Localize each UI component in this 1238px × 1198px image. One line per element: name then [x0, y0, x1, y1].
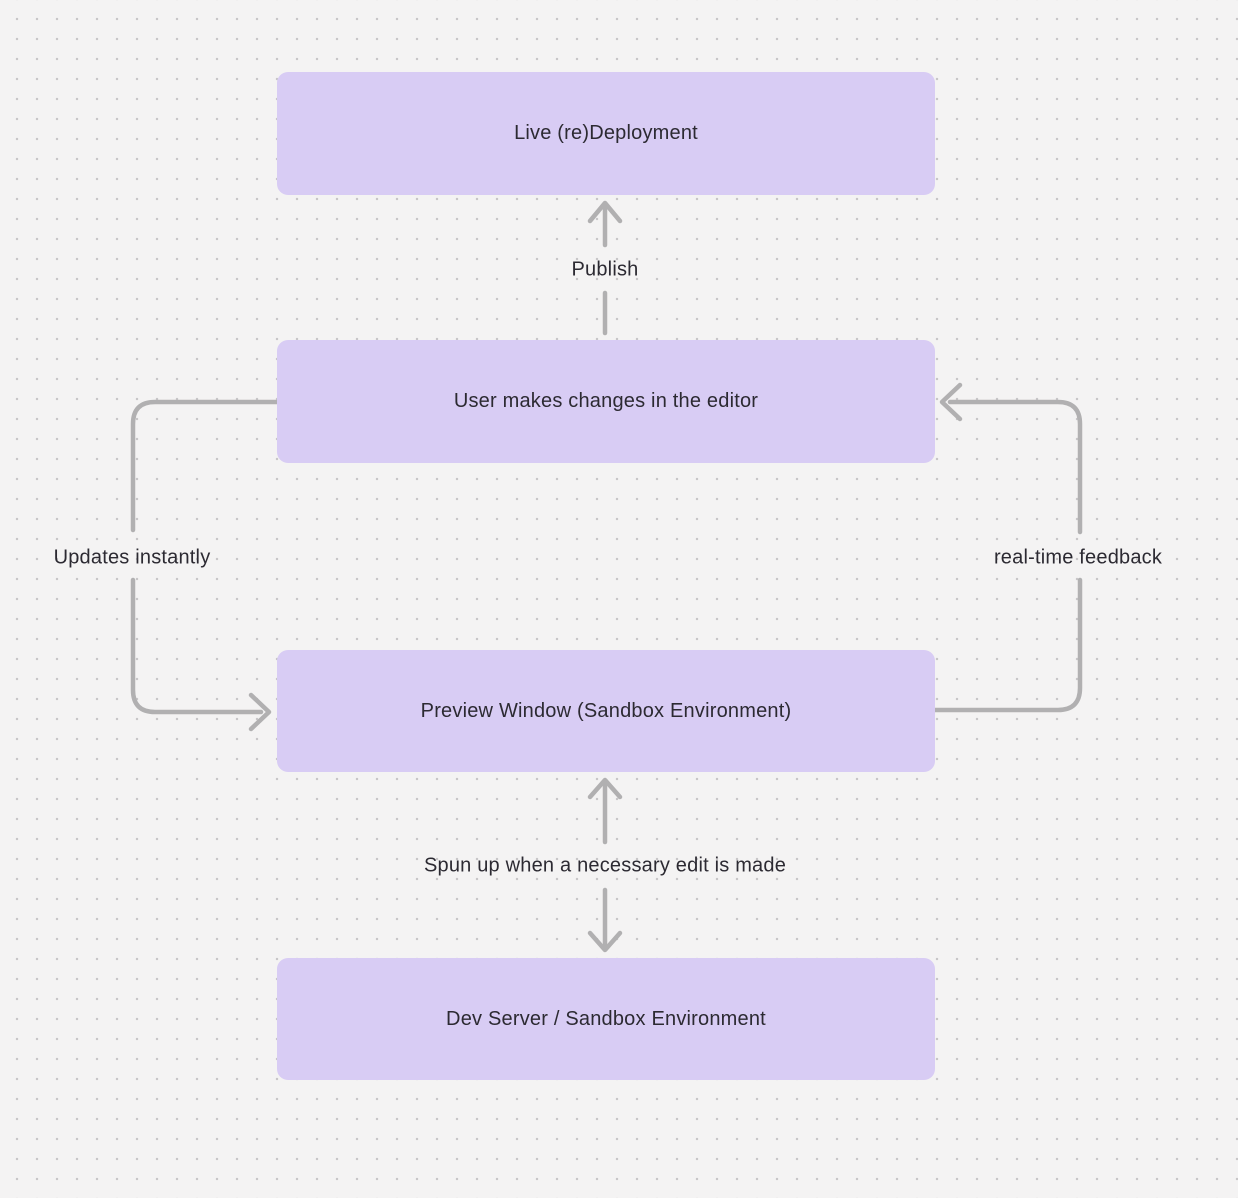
node-live-deployment[interactable]: Live (re)Deployment: [277, 72, 935, 195]
edge-label-publish[interactable]: Publish: [571, 258, 639, 281]
node-editor-label: User makes changes in the editor: [453, 390, 759, 412]
arrowhead-up-icon: [587, 200, 623, 224]
edge-updates-arrow[interactable]: [130, 399, 280, 732]
arrowhead-right-icon: [248, 692, 272, 732]
node-live-deployment-label: Live (re)Deployment: [514, 122, 698, 144]
arrowhead-up-icon: [587, 777, 623, 800]
edge-updates-top: [130, 399, 280, 533]
edge-spun-up-arrow[interactable]: [587, 777, 623, 953]
arrowhead-down-icon: [587, 930, 623, 953]
edge-feedback-top: [947, 399, 1083, 535]
node-dev-server-label: Dev Server / Sandbox Environment: [446, 1007, 766, 1030]
edge-feedback-arrow[interactable]: [932, 382, 1083, 713]
node-preview-window[interactable]: Preview Window (Sandbox Environment): [277, 650, 935, 772]
edge-label-spun-up[interactable]: Spun up when a necessary edit is made: [423, 854, 787, 877]
edge-label-real-time-feedback[interactable]: real-time feedback: [993, 546, 1163, 569]
edge-feedback-bottom: [932, 577, 1083, 713]
node-dev-server[interactable]: Dev Server / Sandbox Environment: [277, 958, 935, 1080]
edge-label-updates-instantly[interactable]: Updates instantly: [53, 546, 211, 569]
arrowhead-left-icon: [939, 382, 963, 422]
node-preview-window-label: Preview Window (Sandbox Environment): [420, 699, 792, 722]
node-editor[interactable]: User makes changes in the editor: [277, 340, 935, 463]
edge-publish-arrow[interactable]: [587, 200, 623, 336]
edge-updates-bottom: [130, 577, 264, 715]
